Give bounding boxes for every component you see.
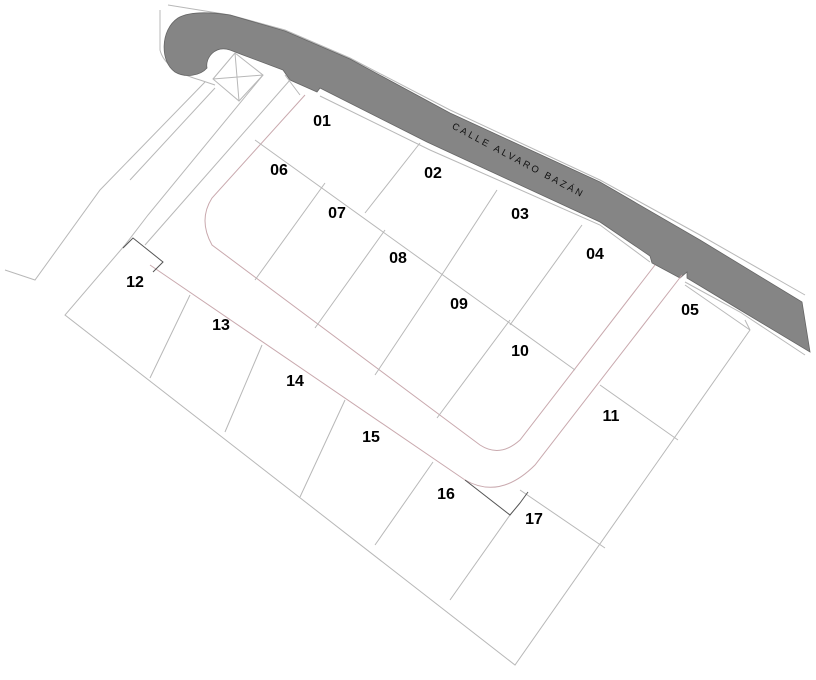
parcel-label-07: 07	[328, 205, 346, 222]
parcel-label-16: 16	[437, 486, 455, 503]
parcel-label-17: 17	[525, 511, 543, 528]
parcel-label-03: 03	[511, 206, 529, 223]
parcel-label-01: 01	[313, 113, 331, 130]
parcel-12-box	[122, 237, 164, 273]
parcel-label-11: 11	[603, 408, 620, 425]
block-boundaries	[64, 244, 751, 666]
street-sidewalk-edge	[319, 95, 806, 356]
parcel-17-box	[464, 479, 529, 516]
inner-road-edge	[204, 94, 656, 451]
parcel-dividers	[149, 139, 679, 601]
outer-road-edge	[149, 264, 683, 488]
parcel-label-02: 02	[424, 165, 442, 182]
parcel-label-13: 13	[212, 317, 230, 334]
parcel-label-06: 06	[270, 162, 288, 179]
street-road	[163, 12, 811, 353]
parcel-label-15: 15	[362, 429, 380, 446]
cross-marker-icon	[212, 52, 264, 102]
parcel-label-08: 08	[389, 250, 407, 267]
parcel-label-04: 04	[586, 246, 604, 263]
left-road-edges	[4, 74, 301, 281]
parcel-label-10: 10	[511, 343, 529, 360]
parcel-label-09: 09	[450, 296, 468, 313]
parcel-label-05: 05	[681, 302, 699, 319]
parcel-label-12: 12	[126, 274, 144, 291]
parcel-label-14: 14	[286, 373, 304, 390]
